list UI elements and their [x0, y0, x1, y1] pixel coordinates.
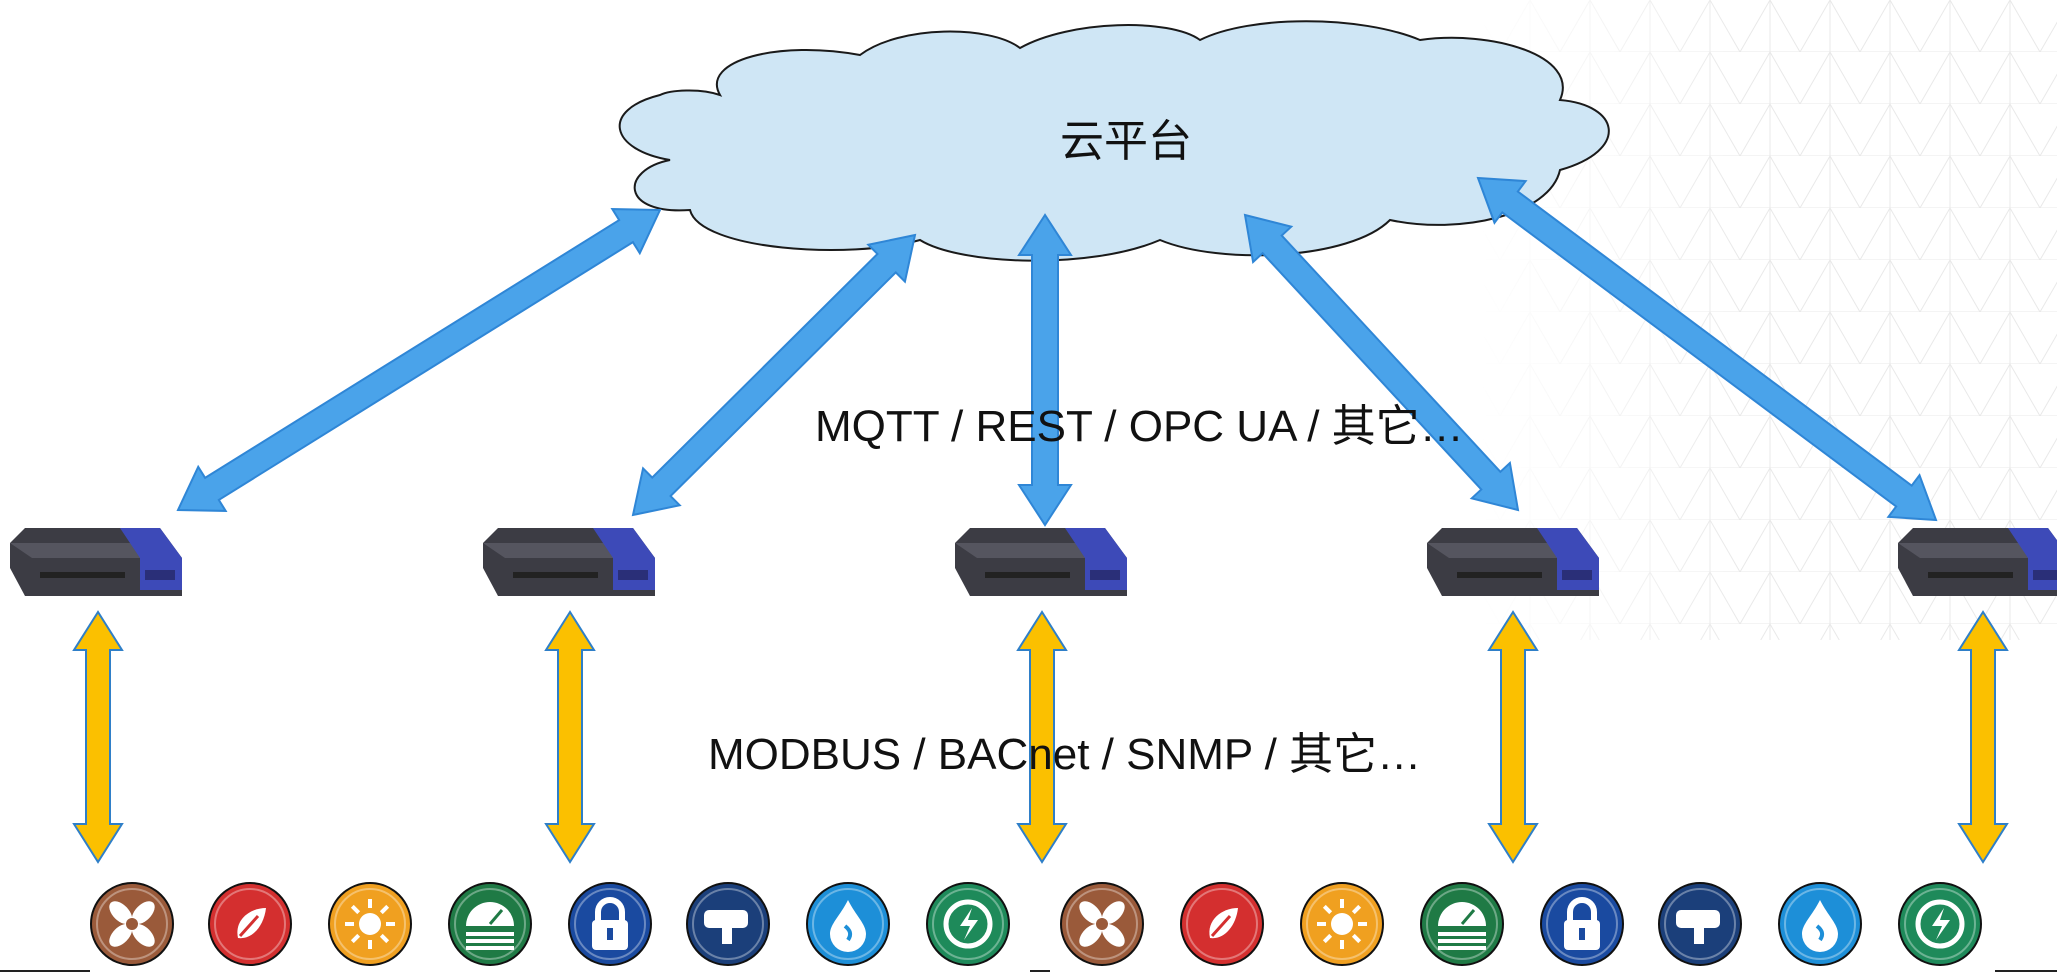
upper-arrow-4	[1243, 213, 1520, 512]
lower-arrow-4	[1487, 610, 1539, 864]
gateways	[10, 528, 2057, 596]
lower-protocols-label: MODBUS / BACnet / SNMP / 其它…	[708, 730, 1422, 779]
gateway-device	[1427, 528, 1599, 596]
upper-arrows	[176, 176, 1938, 527]
fan-icon	[90, 882, 174, 966]
upper-arrow-2	[631, 233, 917, 517]
lock-icon	[568, 882, 652, 966]
gateway-device	[1898, 528, 2057, 596]
fan-icon	[1060, 882, 1144, 966]
meter-icon	[448, 882, 532, 966]
sun-icon	[328, 882, 412, 966]
leaf-icon	[1180, 882, 1264, 966]
sun-icon	[1300, 882, 1384, 966]
power-icon	[926, 882, 1010, 966]
lower-arrow-5	[1957, 610, 2009, 864]
lower-arrow-1	[72, 610, 124, 864]
camera-icon	[1658, 882, 1742, 966]
upper-arrow-3	[1017, 213, 1073, 527]
lower-arrows	[72, 610, 2009, 864]
lower-arrow-2	[544, 610, 596, 864]
power-icon	[1898, 882, 1982, 966]
gateway-device	[483, 528, 655, 596]
gateway-device	[955, 528, 1127, 596]
lock-icon	[1540, 882, 1624, 966]
upper-arrow-1	[176, 208, 662, 512]
gateway-device	[10, 528, 182, 596]
camera-icon	[686, 882, 770, 966]
cloud-label: 云平台	[1060, 117, 1192, 166]
leaf-icon	[208, 882, 292, 966]
upper-arrow-5	[1476, 176, 1938, 522]
lower-arrow-3	[1016, 610, 1068, 864]
device-icons	[90, 882, 1982, 966]
upper-protocols-label: MQTT / REST / OPC UA / 其它…	[815, 402, 1464, 451]
meter-icon	[1420, 882, 1504, 966]
water-drop-icon	[1778, 882, 1862, 966]
water-drop-icon	[806, 882, 890, 966]
